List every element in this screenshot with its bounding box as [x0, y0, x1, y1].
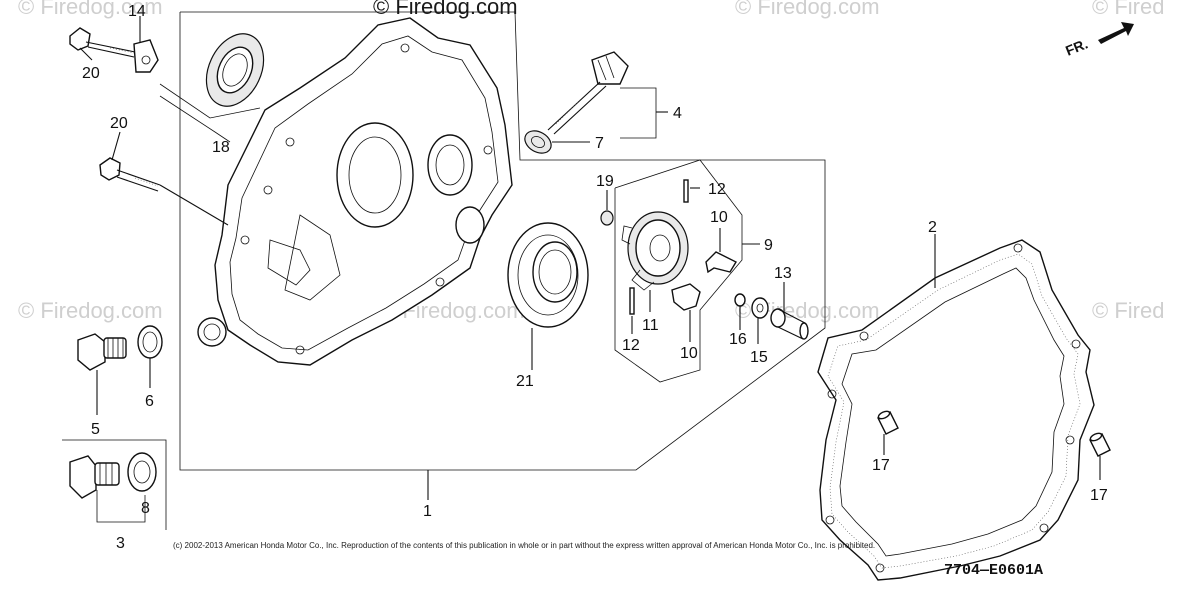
oil-filler-cap-4	[547, 51, 629, 135]
callout-10-top: 10	[710, 209, 728, 226]
callout-2: 2	[928, 219, 937, 236]
drain-plug-5	[77, 333, 127, 371]
callout-11: 11	[642, 317, 659, 334]
callout-21: 21	[516, 373, 534, 390]
leader-lines	[79, 16, 1101, 480]
flange-bolt-20-top	[69, 27, 136, 58]
callout-16: 16	[729, 331, 747, 348]
callout-19: 19	[596, 173, 614, 190]
oil-pump-group-outline	[614, 159, 743, 383]
bracket-14	[133, 39, 159, 73]
callout-6: 6	[145, 393, 154, 410]
callout-17-inner: 17	[872, 457, 890, 474]
callout-5: 5	[91, 421, 100, 438]
callout-1: 1	[423, 503, 432, 520]
front-direction-arrow: FR.	[1063, 22, 1134, 59]
washer-19	[600, 210, 614, 226]
oil-seal-18	[205, 33, 265, 107]
flange-bolt-20-middle	[99, 157, 161, 192]
pin-12-bottom	[629, 287, 635, 315]
callout-9: 9	[764, 237, 773, 254]
callout-14: 14	[128, 3, 146, 20]
governor-gear-11	[621, 211, 689, 291]
callout-4: 4	[673, 105, 682, 122]
callout-17-outer: 17	[1090, 487, 1108, 504]
watermark-top-center: © Firedog.com	[373, 0, 518, 19]
front-label: FR.	[1063, 35, 1090, 58]
clip-10-top	[705, 251, 737, 274]
clip-10-bottom	[671, 283, 701, 311]
watermark-top-right: © Firedog.com	[735, 0, 880, 19]
callout-15: 15	[750, 349, 768, 366]
pin-12-top	[683, 179, 689, 203]
dowel-pin-17-inner	[877, 410, 899, 435]
callout-18: 18	[212, 139, 230, 156]
callout-8: 8	[141, 500, 150, 517]
callout-12-bottom: 12	[622, 337, 640, 354]
callout-7: 7	[595, 135, 604, 152]
callout-12-top: 12	[708, 181, 726, 198]
shaft-13	[770, 308, 809, 340]
watermark-mid-left: © Firedog.com	[18, 298, 163, 323]
callout-13: 13	[774, 265, 792, 282]
copyright-notice: (c) 2002-2013 American Honda Motor Co., …	[173, 541, 875, 550]
dowel-pin-17-outer	[1089, 432, 1111, 457]
watermark-mid-edge: © Fired	[1092, 298, 1164, 323]
assembly-outline	[179, 11, 826, 500]
drain-plug-group-3	[62, 439, 167, 530]
diagram-code: 7704—E0601A	[944, 562, 1043, 579]
watermark-top-edge: © Fired	[1092, 0, 1164, 19]
crankcase-cover	[197, 17, 513, 366]
o-ring-7	[524, 130, 552, 154]
crankcase-gasket-2	[817, 239, 1095, 581]
ball-bearing-21	[507, 222, 589, 328]
callout-labels: 14 20 20 18 4 7 19 12 10 9 13 2 11 12 10…	[82, 3, 1108, 552]
washer-16	[734, 293, 746, 307]
callout-10-bottom: 10	[680, 345, 698, 362]
washer-6	[137, 325, 163, 359]
callout-3: 3	[116, 535, 125, 552]
watermark-top-left: © Firedog.com	[18, 0, 163, 19]
callout-20-middle: 20	[110, 115, 128, 132]
washer-15	[751, 297, 769, 319]
callout-20-top: 20	[82, 65, 100, 82]
